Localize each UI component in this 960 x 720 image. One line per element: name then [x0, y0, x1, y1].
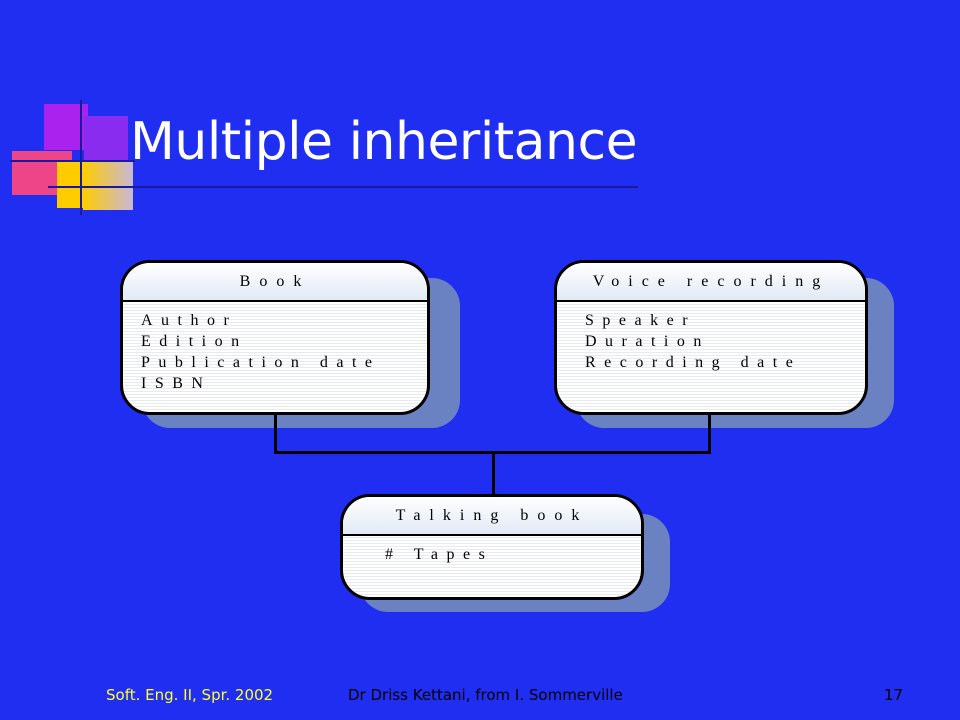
attribute-isbn: ISBN [141, 375, 212, 392]
attribute-speaker: Speaker [585, 312, 697, 329]
footer-author: Dr Driss Kettani, from I. Sommerville [348, 686, 623, 704]
footer-page-number: 17 [884, 686, 904, 704]
class-box-talking-book: Talking book # Tapes [340, 494, 644, 600]
footer-course: Soft. Eng. II, Spr. 2002 [106, 686, 274, 704]
deco-vline [80, 100, 82, 215]
slide-title: Multiple inheritance [130, 112, 638, 172]
deco-square-violet [84, 116, 128, 160]
class-attributes-talking-book: # Tapes [343, 536, 641, 565]
connector-voice-down [708, 414, 711, 454]
class-name-talking-book: Talking book [343, 497, 641, 536]
deco-square-fade [83, 160, 133, 210]
class-name-voice-recording: Voice recording [557, 263, 865, 302]
connector-talking-up [492, 451, 495, 496]
attribute-duration: Duration [585, 333, 710, 350]
attribute-recording-date: Recording date [585, 354, 802, 371]
deco-hline [10, 160, 135, 162]
attribute-tapes: # Tapes [385, 546, 494, 563]
attribute-edition: Edition [141, 333, 248, 350]
class-box-voice-recording: Voice recording Speaker Duration Recordi… [554, 260, 868, 415]
corner-decoration [0, 0, 140, 215]
class-box-book: Book Author Edition Publication date ISB… [120, 260, 430, 415]
attribute-publication-date: Publication date [141, 354, 381, 371]
title-underline [48, 186, 638, 188]
class-attributes-voice-recording: Speaker Duration Recording date [557, 302, 865, 373]
connector-book-down [274, 414, 277, 454]
class-attributes-book: Author Edition Publication date ISBN [123, 302, 427, 394]
class-name-book: Book [123, 263, 427, 302]
attribute-author: Author [141, 312, 238, 329]
